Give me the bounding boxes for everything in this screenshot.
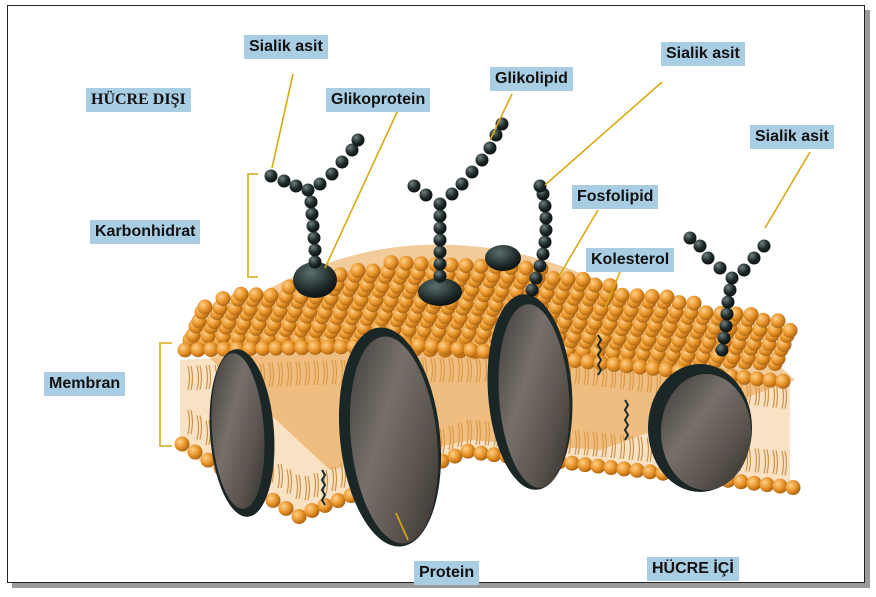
label-glycoprotein: Glikoprotein (326, 88, 430, 112)
label-carbohydrate: Karbonhidrat (90, 220, 200, 244)
label-cholesterol: Kolesterol (586, 248, 674, 272)
label-sialic-acid-3: Sialik asit (750, 125, 834, 149)
label-membrane: Membran (44, 372, 125, 396)
label-phospholipid: Fosfolipid (572, 185, 658, 209)
label-outside-cell: HÜCRE DIŞI (86, 88, 191, 112)
label-inside-cell: HÜCRE İÇİ (647, 557, 739, 581)
label-protein: Protein (414, 561, 479, 585)
label-sialic-acid-2: Sialik asit (661, 42, 745, 66)
label-sialic-acid-1: Sialik asit (244, 35, 328, 59)
label-glycolipid: Glikolipid (490, 67, 573, 91)
